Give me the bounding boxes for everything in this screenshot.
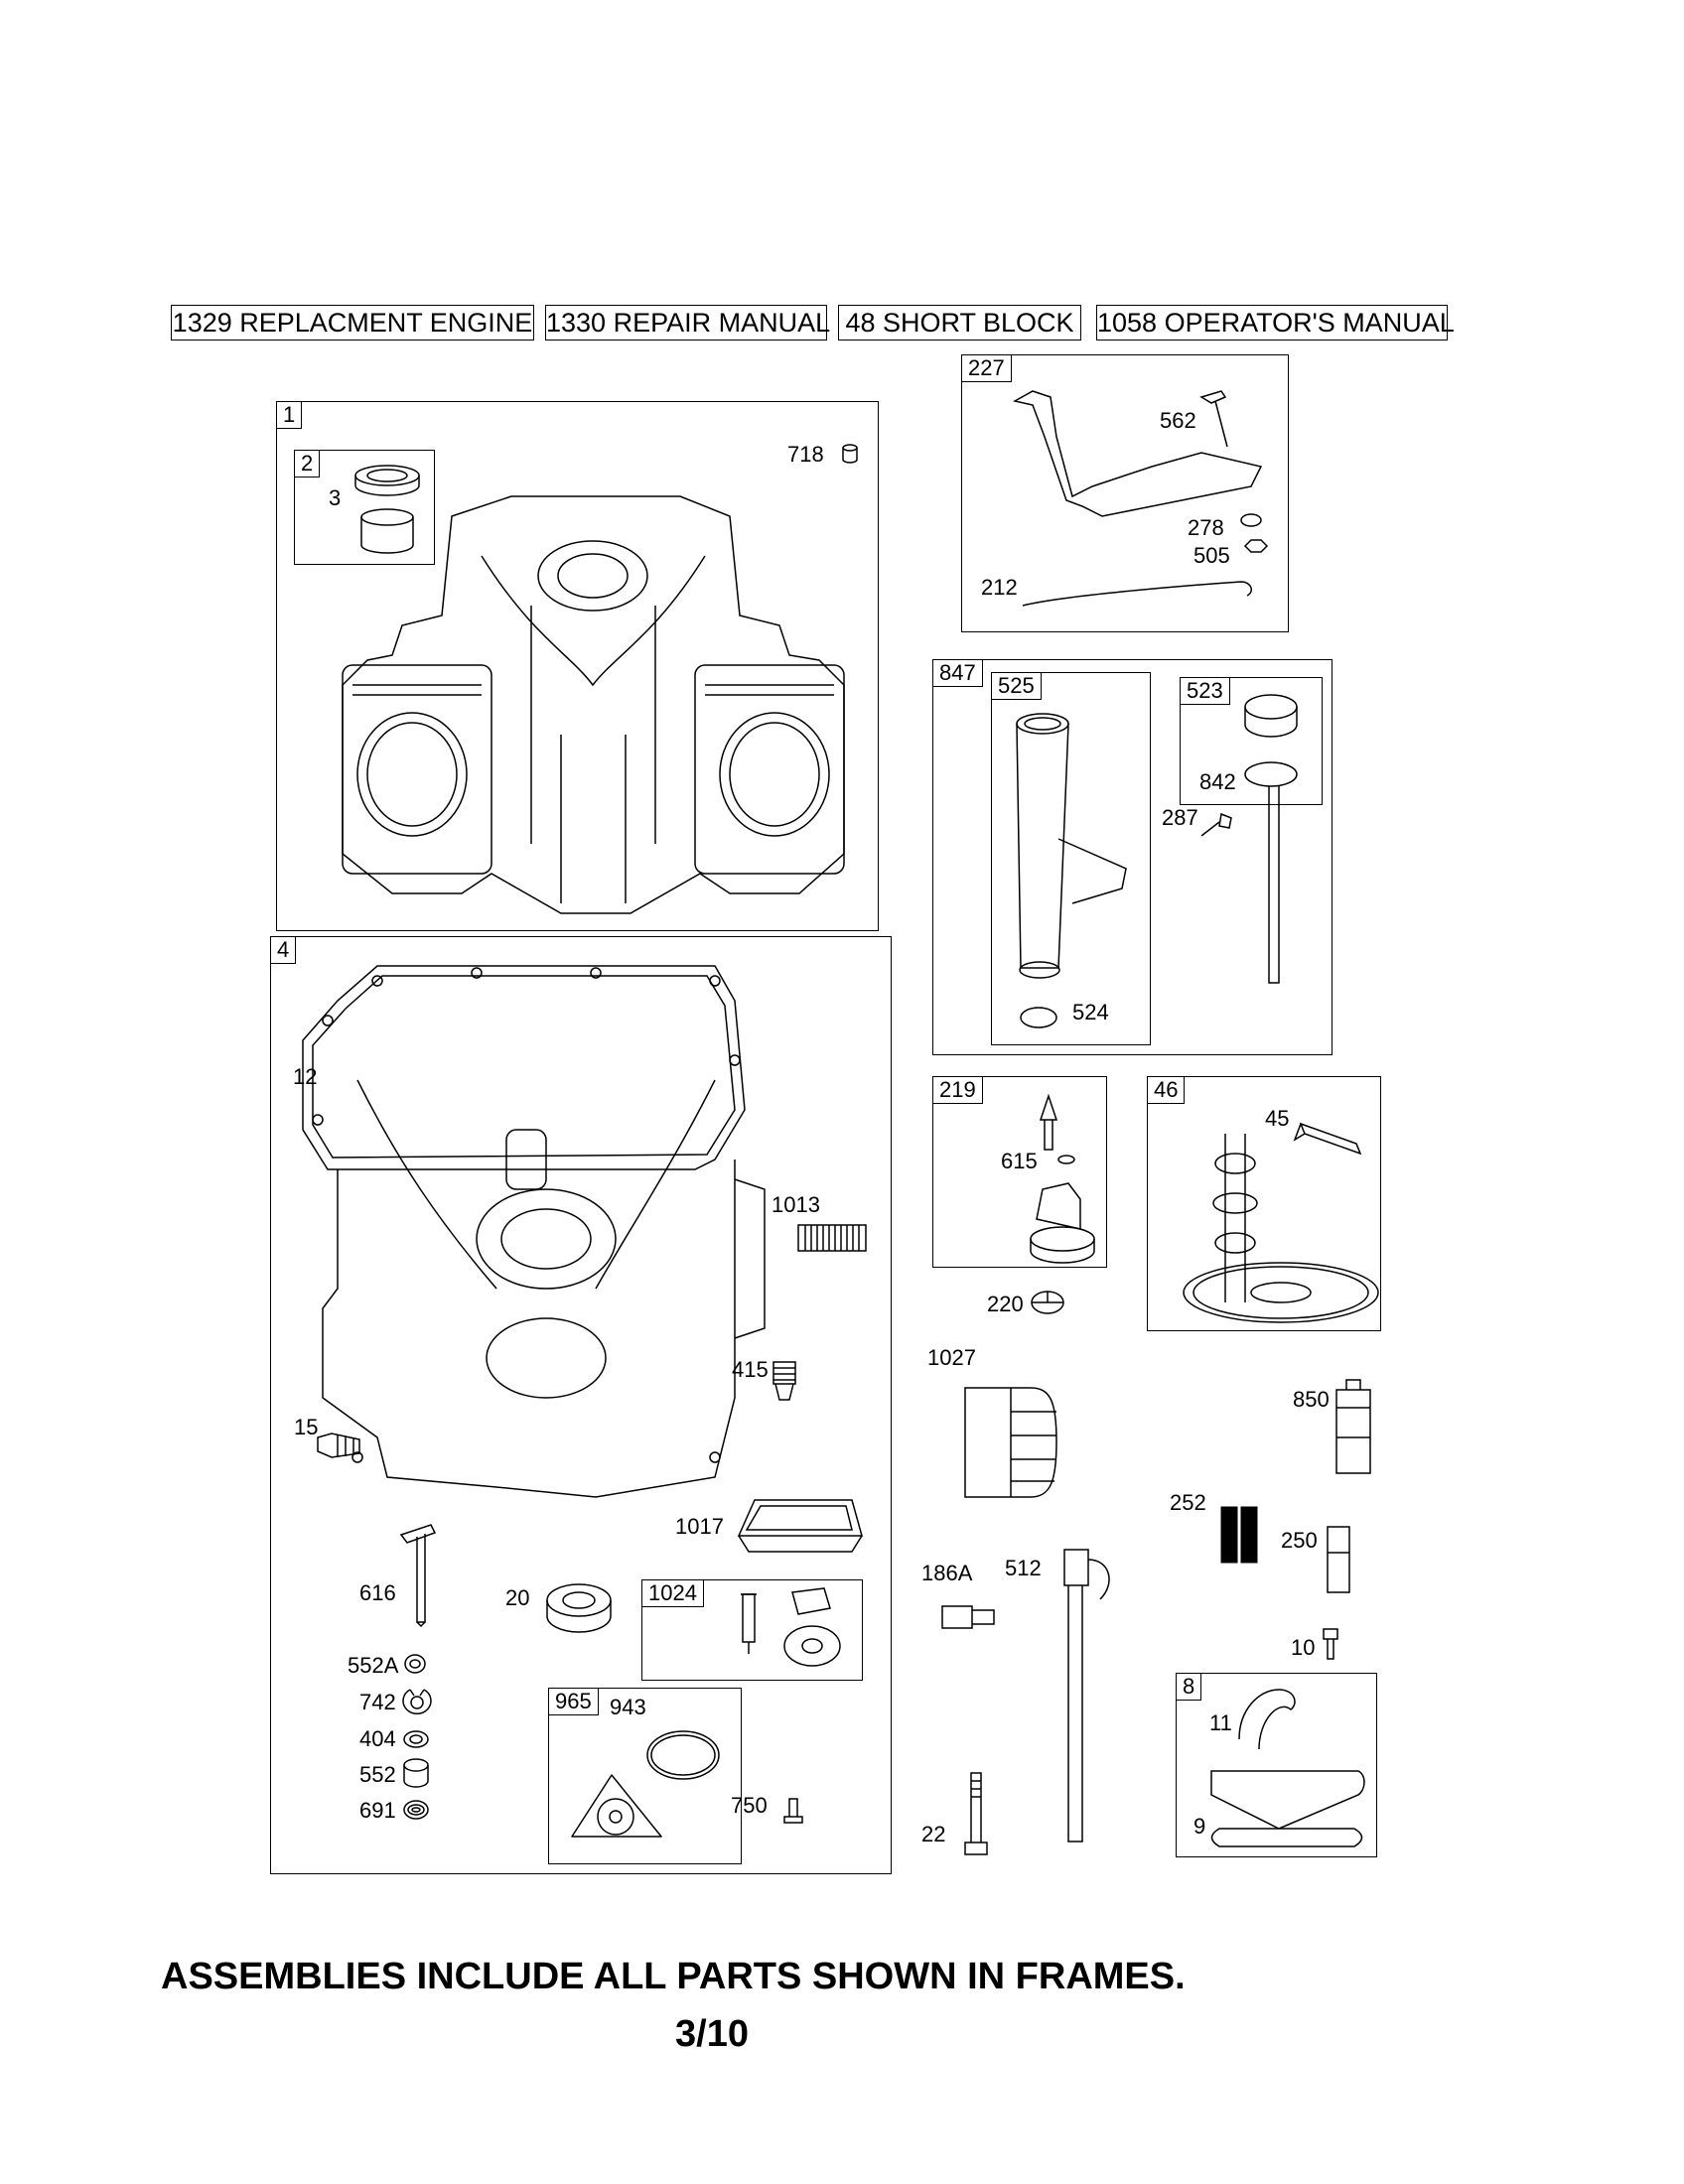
shaft-616-drawing	[399, 1519, 439, 1628]
part-label-616: 616	[359, 1580, 396, 1605]
part-label-615: 615	[1001, 1149, 1038, 1173]
frame-523-dipstick	[1180, 677, 1323, 805]
frame-tag-4: 4	[270, 936, 297, 964]
part-label-842: 842	[1199, 769, 1236, 794]
part-label-1013: 1013	[772, 1192, 820, 1217]
frame-219-governor-gear	[932, 1076, 1107, 1268]
breather-8-drawing	[1199, 1680, 1370, 1848]
oil-pump-965-drawing	[562, 1725, 731, 1854]
fitting-186A-drawing	[938, 1600, 998, 1634]
camshaft-46-drawing	[1172, 1104, 1380, 1322]
washer-404-drawing	[402, 1729, 430, 1749]
frame-1024-governor	[641, 1579, 863, 1681]
page-number: 3/10	[675, 2013, 749, 2055]
part-label-1027: 1027	[927, 1345, 976, 1370]
part-label-45: 45	[1265, 1106, 1290, 1131]
part-label-278: 278	[1188, 515, 1224, 540]
part-label-552A: 552A	[348, 1653, 399, 1678]
frame-tag-523: 523	[1180, 677, 1230, 705]
part-label-20: 20	[505, 1585, 530, 1610]
frame-tag-2: 2	[294, 450, 321, 478]
frame-227-governor-lever	[961, 354, 1289, 632]
frame-2-seal-bearing	[294, 450, 435, 565]
tube-850-drawing	[1331, 1378, 1376, 1477]
frame-tag-8: 8	[1176, 1673, 1202, 1701]
part-label-718: 718	[787, 442, 824, 467]
plug-415-drawing	[770, 1360, 799, 1404]
part-label-212: 212	[981, 575, 1018, 600]
seal-20-drawing	[544, 1580, 614, 1638]
part-label-742: 742	[359, 1690, 396, 1714]
part-label-287: 287	[1162, 805, 1198, 830]
governor-lever-drawing	[1003, 377, 1281, 615]
part-label-415: 415	[732, 1357, 769, 1382]
clip-742-drawing	[400, 1686, 434, 1717]
drain-tube-512-drawing	[1051, 1544, 1120, 1861]
part-label-524: 524	[1072, 1000, 1109, 1024]
screw-287-drawing	[1199, 810, 1233, 840]
frame-847-dipstick-assembly	[932, 659, 1333, 1055]
header-repair-manual: 1330 REPAIR MANUAL	[545, 305, 830, 341]
governor-gear-219-drawing	[1023, 1090, 1102, 1259]
governor-1024-drawing	[735, 1586, 844, 1674]
seal-bearing-drawing	[348, 462, 427, 561]
header-replacement-engine: 1329 REPLACMENT ENGINE	[171, 305, 534, 341]
part-label-11: 11	[1209, 1710, 1232, 1735]
screw-750-drawing	[782, 1797, 804, 1827]
frame-tag-1024: 1024	[641, 1579, 704, 1607]
frame-tag-46: 46	[1147, 1076, 1186, 1104]
dipstick-tube-drawing	[1003, 710, 1142, 1037]
part-label-750: 750	[731, 1793, 768, 1818]
part-label-22: 22	[921, 1822, 946, 1846]
part-label-186A: 186A	[921, 1561, 973, 1585]
frame-525-dipstick-tube	[991, 672, 1151, 1045]
part-250-drawing	[1324, 1523, 1353, 1596]
part-label-220: 220	[987, 1292, 1024, 1316]
part-label-505: 505	[1193, 543, 1230, 568]
dowel-pin-718-drawing	[840, 443, 860, 467]
seal-691-drawing	[402, 1799, 430, 1821]
header-operators-manual: 1058 OPERATOR'S MANUAL	[1096, 305, 1455, 341]
dipstick-523-drawing	[1231, 685, 1321, 1013]
part-label-15: 15	[294, 1415, 319, 1439]
part-label-9: 9	[1193, 1814, 1206, 1839]
part-label-562: 562	[1160, 408, 1196, 433]
washer-220-drawing	[1029, 1289, 1066, 1316]
frame-46-camshaft	[1147, 1076, 1381, 1331]
frame-tag-1: 1	[276, 401, 303, 429]
frame-965-oil-pump	[548, 1688, 742, 1864]
part-label-10: 10	[1291, 1635, 1316, 1660]
assemblies-note: ASSEMBLIES INCLUDE ALL PARTS SHOWN IN FR…	[161, 1956, 1186, 1997]
header-short-block: 48 SHORT BLOCK	[838, 305, 1081, 341]
part-label-3: 3	[329, 485, 342, 510]
frame-1-cylinder-block	[276, 401, 879, 931]
part-label-252: 252	[1170, 1490, 1206, 1515]
part-label-691: 691	[359, 1798, 396, 1823]
frame-tag-965: 965	[548, 1688, 599, 1715]
part-1013-drawing	[797, 1224, 867, 1252]
part-label-404: 404	[359, 1726, 396, 1751]
screw-10-drawing	[1321, 1626, 1340, 1662]
frame-tag-227: 227	[961, 354, 1012, 382]
frame-8-breather	[1176, 1673, 1377, 1857]
cover-1017-drawing	[735, 1494, 864, 1560]
part-252-drawing	[1217, 1503, 1261, 1567]
frame-tag-525: 525	[991, 672, 1042, 700]
part-label-1017: 1017	[675, 1514, 724, 1539]
part-label-512: 512	[1005, 1556, 1042, 1580]
part-label-552: 552	[359, 1762, 396, 1787]
frame-4-crankcase-cover	[270, 936, 892, 1874]
oil-filter-1027-drawing	[961, 1382, 1060, 1503]
bolt-22-drawing	[961, 1769, 991, 1858]
part-label-250: 250	[1281, 1528, 1318, 1553]
crankcase-cover-drawing	[298, 961, 774, 1517]
part-label-943: 943	[610, 1695, 646, 1719]
plug-15-drawing	[316, 1430, 361, 1459]
ring-552A-drawing	[402, 1652, 428, 1676]
frame-tag-847: 847	[932, 659, 983, 687]
bushing-552-drawing	[401, 1757, 431, 1789]
cylinder-block-drawing	[333, 486, 854, 923]
part-label-850: 850	[1293, 1387, 1330, 1412]
frame-tag-219: 219	[932, 1076, 983, 1104]
